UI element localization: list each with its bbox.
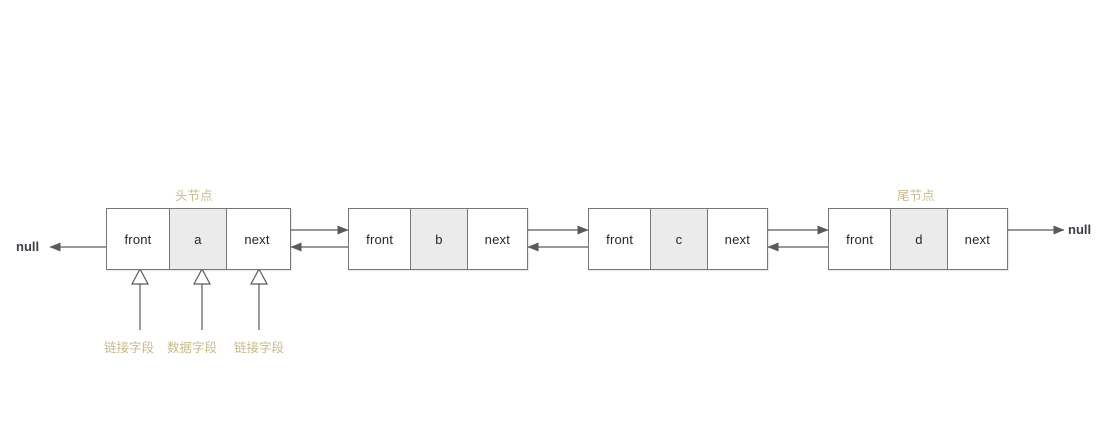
node-3-next-cell: next (707, 209, 767, 269)
null-label-right: null (1068, 222, 1092, 237)
node-2[interactable]: front b next (348, 208, 528, 270)
node-1-data-cell: a (169, 209, 227, 269)
node-1-next-cell: next (227, 209, 287, 269)
node-1[interactable]: front a next (106, 208, 291, 270)
tail-node-caption: 尾节点 (897, 189, 935, 203)
node-4-front-cell: front (829, 209, 891, 269)
callout-link-field-left (131, 267, 149, 330)
node-3[interactable]: front c next (588, 208, 768, 270)
field-label-link-right: 链接字段 (234, 341, 285, 355)
node-2-next-cell: next (467, 209, 527, 269)
field-label-data: 数据字段 (167, 341, 218, 355)
node-3-data-cell: c (650, 209, 708, 269)
node-2-data-cell: b (410, 209, 468, 269)
head-node-caption: 头节点 (175, 189, 213, 203)
node-4-data-cell: d (890, 209, 948, 269)
node-3-front-cell: front (589, 209, 651, 269)
node-2-front-cell: front (349, 209, 411, 269)
callout-data-field (193, 267, 211, 330)
field-label-link-left: 链接字段 (104, 341, 155, 355)
callout-link-field-right (250, 267, 268, 330)
node-4[interactable]: front d next (828, 208, 1008, 270)
node-1-front-cell: front (107, 209, 169, 269)
node-4-next-cell: next (947, 209, 1007, 269)
null-label-left: null (16, 239, 40, 254)
